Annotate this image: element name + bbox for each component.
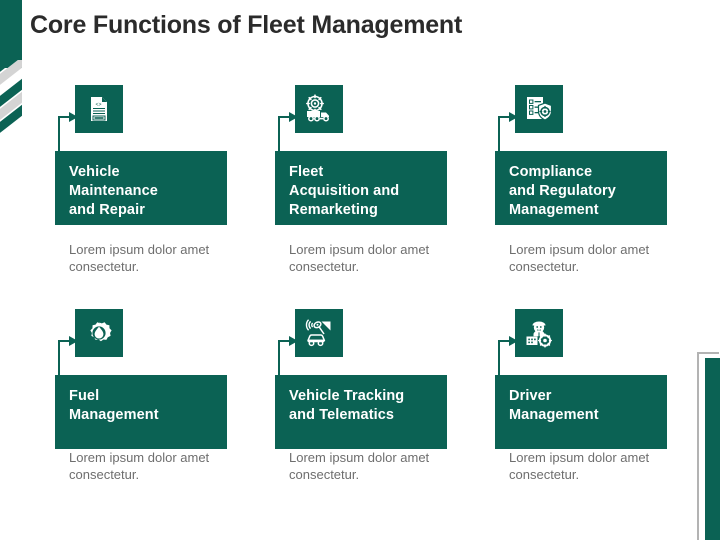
- icon-box[interactable]: [295, 309, 343, 357]
- card-title-box: Vehicle Maintenance and Repair: [55, 151, 227, 225]
- card-description: Lorem ipsum dolor amet consectetur.: [289, 242, 430, 274]
- left-edge-solid-bar: [0, 0, 22, 68]
- driver-person-gear-icon: [524, 318, 554, 348]
- card-title-line: Driver: [509, 388, 552, 404]
- left-edge-decoration: [0, 0, 22, 540]
- gear-fuel-drop-icon: [84, 318, 114, 348]
- card-title-box: Fuel Management: [55, 375, 227, 449]
- right-edge-fill: [705, 358, 720, 540]
- svg-text:<>: <>: [95, 102, 101, 108]
- card-description: Lorem ipsum dolor amet consectetur.: [289, 450, 430, 482]
- card-title-line: Management: [509, 407, 599, 423]
- card-title-line: and Repair: [69, 202, 145, 218]
- right-edge-outline: [697, 352, 719, 540]
- card-title-line: Management: [509, 202, 599, 218]
- card-title-line: Remarketing: [289, 202, 378, 218]
- card-title-line: Compliance: [509, 164, 593, 180]
- card-description: Lorem ipsum dolor amet consectetur.: [69, 450, 210, 482]
- card-title-line: Fuel: [69, 388, 100, 404]
- car-satellite-signal-icon: [304, 318, 334, 348]
- icon-box[interactable]: [75, 309, 123, 357]
- card-title-box: Driver Management: [495, 375, 667, 449]
- card-title-line: and Telematics: [289, 407, 395, 423]
- card-title-box: Compliance and Regulatory Management: [495, 151, 667, 225]
- card-description: Lorem ipsum dolor amet consectetur.: [509, 242, 650, 274]
- card-title-box: Vehicle Tracking and Telematics: [275, 375, 447, 449]
- truck-gear-icon: [304, 94, 334, 124]
- icon-box[interactable]: [515, 85, 563, 133]
- icon-box[interactable]: [515, 309, 563, 357]
- document-file-icon: <>: [85, 95, 113, 123]
- card-description: Lorem ipsum dolor amet consectetur.: [509, 450, 650, 482]
- card-title-line: and Regulatory: [509, 183, 616, 199]
- card-description: Lorem ipsum dolor amet consectetur.: [69, 242, 210, 274]
- card-title-box: Fleet Acquisition and Remarketing: [275, 151, 447, 225]
- page-title: Core Functions of Fleet Management: [30, 11, 463, 39]
- card-title-line: Acquisition and: [289, 183, 400, 199]
- card-title-line: Maintenance: [69, 183, 158, 199]
- icon-box[interactable]: [295, 85, 343, 133]
- card-title-line: Vehicle: [69, 164, 120, 180]
- card-title-line: Management: [69, 407, 159, 423]
- card-title-line: Fleet: [289, 164, 324, 180]
- clipboard-shield-gear-icon: [524, 94, 554, 124]
- card-title-line: Vehicle Tracking: [289, 388, 405, 404]
- right-edge-decoration: [697, 352, 720, 540]
- icon-box[interactable]: <>: [75, 85, 123, 133]
